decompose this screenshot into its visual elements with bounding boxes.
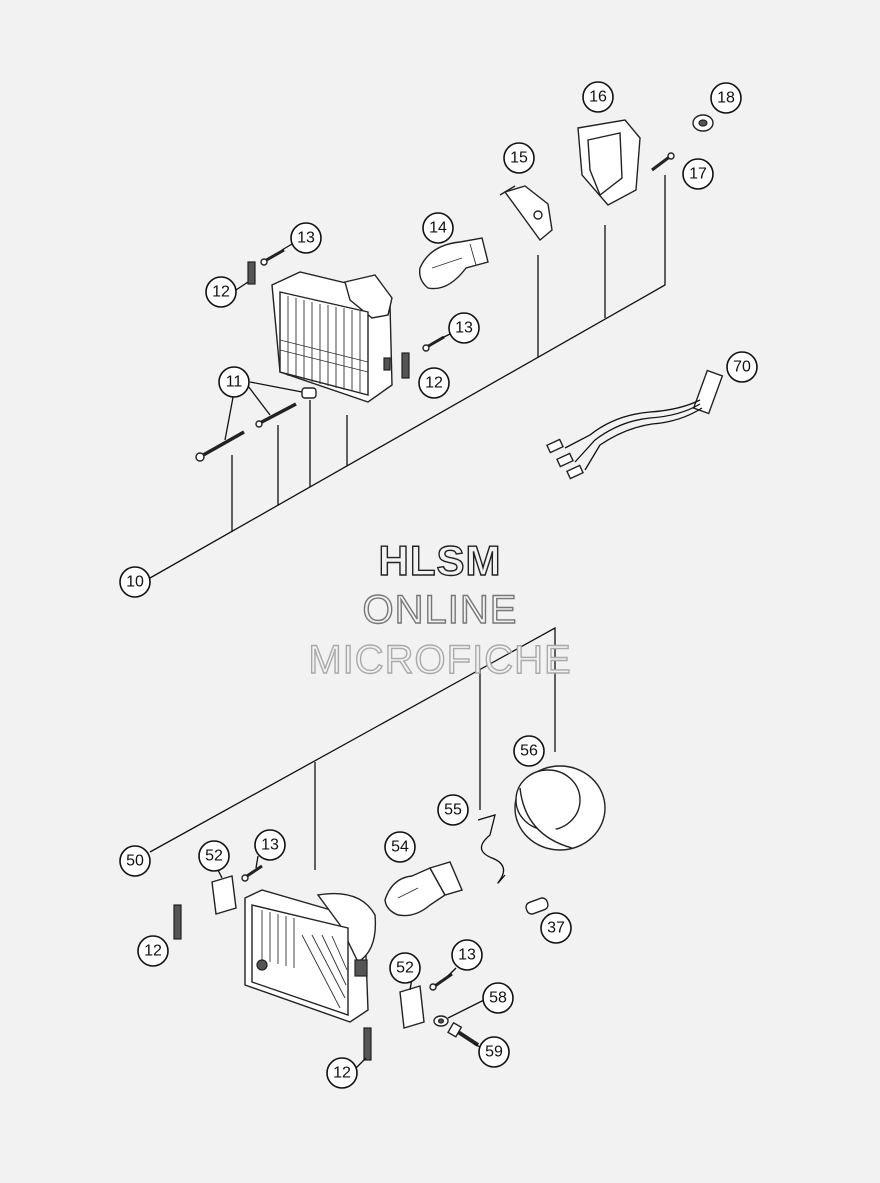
wire-harness-70 bbox=[546, 369, 724, 480]
svg-text:13: 13 bbox=[458, 947, 476, 964]
nut-12-upper-b bbox=[401, 352, 410, 379]
svg-text:16: 16 bbox=[589, 89, 607, 106]
cover-16 bbox=[577, 119, 641, 206]
callout-12: 12 bbox=[137, 935, 169, 967]
callout-13: 13 bbox=[451, 939, 483, 971]
callout-59: 59 bbox=[478, 1036, 510, 1068]
screw-13-upper-b bbox=[422, 335, 445, 352]
leader-13-lower-b bbox=[447, 967, 457, 977]
callout-10: 10 bbox=[119, 566, 151, 598]
bulb-14 bbox=[418, 237, 489, 290]
svg-text:14: 14 bbox=[429, 220, 447, 237]
screw-13-upper-a bbox=[260, 248, 285, 266]
callout-18: 18 bbox=[710, 82, 742, 114]
callout-15: 15 bbox=[503, 142, 535, 174]
svg-text:13: 13 bbox=[455, 320, 473, 337]
watermark-line-2: ONLINE bbox=[362, 588, 518, 632]
watermark-line-1: HLSM bbox=[378, 537, 502, 584]
svg-text:12: 12 bbox=[144, 943, 162, 960]
svg-text:15: 15 bbox=[510, 150, 528, 167]
bracket-52-a bbox=[211, 875, 237, 915]
nut-12-upper-a bbox=[247, 261, 256, 285]
callout-54: 54 bbox=[384, 831, 416, 863]
svg-text:70: 70 bbox=[733, 359, 751, 376]
callout-55: 55 bbox=[437, 794, 469, 826]
svg-text:17: 17 bbox=[689, 166, 707, 183]
washer-58 bbox=[433, 1015, 449, 1027]
callout-58: 58 bbox=[482, 982, 514, 1014]
leader-11-a bbox=[224, 391, 235, 441]
callout-52: 52 bbox=[198, 840, 230, 872]
callout-14: 14 bbox=[422, 212, 454, 244]
leader-58 bbox=[447, 999, 485, 1019]
callout-70: 70 bbox=[726, 351, 758, 383]
screw-17 bbox=[651, 152, 675, 172]
leader-11-c bbox=[249, 381, 303, 393]
svg-text:55: 55 bbox=[444, 802, 462, 819]
svg-text:12: 12 bbox=[212, 284, 230, 301]
svg-text:52: 52 bbox=[396, 960, 414, 977]
watermark-line-3: MICROFICHE bbox=[308, 638, 572, 682]
callout-50: 50 bbox=[119, 845, 151, 877]
callout-13: 13 bbox=[254, 829, 286, 861]
rim-56 bbox=[514, 765, 606, 851]
svg-text:18: 18 bbox=[717, 90, 735, 107]
svg-text:12: 12 bbox=[333, 1065, 351, 1082]
spring-nut-11 bbox=[301, 387, 317, 399]
headlight-housing-lower bbox=[244, 889, 377, 1023]
callout-52: 52 bbox=[389, 952, 421, 984]
svg-text:50: 50 bbox=[126, 853, 144, 870]
svg-text:13: 13 bbox=[297, 230, 315, 247]
callout-56: 56 bbox=[513, 735, 545, 767]
callout-13: 13 bbox=[448, 312, 480, 344]
callout-13: 13 bbox=[290, 222, 322, 254]
leader-12-lower-b bbox=[355, 1057, 367, 1069]
callout-12: 12 bbox=[326, 1057, 358, 1089]
spring-clip-55 bbox=[477, 814, 506, 884]
bracket-52-b bbox=[399, 985, 425, 1029]
adjusting-screw-11-b bbox=[255, 402, 297, 428]
screw-13-lower-b bbox=[429, 972, 453, 991]
svg-text:12: 12 bbox=[425, 375, 443, 392]
grommet-18 bbox=[692, 114, 714, 132]
callout-11: 11 bbox=[218, 366, 250, 398]
svg-text:37: 37 bbox=[547, 920, 565, 937]
bolt-59 bbox=[447, 1021, 480, 1047]
adjusting-screw-11-a bbox=[195, 430, 245, 462]
leader-13-upper-b bbox=[441, 333, 451, 339]
headlight-housing-upper bbox=[271, 271, 393, 403]
leader-12-upper-a bbox=[235, 281, 249, 291]
nut-12-lower-b bbox=[363, 1027, 372, 1061]
svg-text:56: 56 bbox=[520, 743, 538, 760]
callout-12: 12 bbox=[205, 276, 237, 308]
small-bulb-37 bbox=[525, 897, 549, 915]
svg-text:10: 10 bbox=[126, 574, 144, 591]
leader-13-lower-a bbox=[255, 855, 259, 869]
nut-12-lower-a bbox=[173, 904, 182, 940]
svg-text:54: 54 bbox=[391, 839, 409, 856]
leader-10 bbox=[149, 175, 666, 579]
svg-text:58: 58 bbox=[489, 990, 507, 1007]
callout-12: 12 bbox=[418, 367, 450, 399]
svg-text:59: 59 bbox=[485, 1044, 503, 1061]
svg-text:52: 52 bbox=[205, 848, 223, 865]
leader-11-b bbox=[247, 385, 271, 416]
callout-37: 37 bbox=[540, 912, 572, 944]
screw-13-lower-a bbox=[241, 864, 263, 882]
callout-16: 16 bbox=[582, 81, 614, 113]
socket-15 bbox=[499, 185, 553, 242]
svg-text:11: 11 bbox=[226, 374, 243, 391]
svg-text:13: 13 bbox=[261, 837, 279, 854]
leader-50 bbox=[149, 626, 556, 853]
bulb-54 bbox=[384, 861, 463, 917]
callout-17: 17 bbox=[682, 158, 714, 190]
leader-13-upper-a bbox=[281, 243, 293, 251]
